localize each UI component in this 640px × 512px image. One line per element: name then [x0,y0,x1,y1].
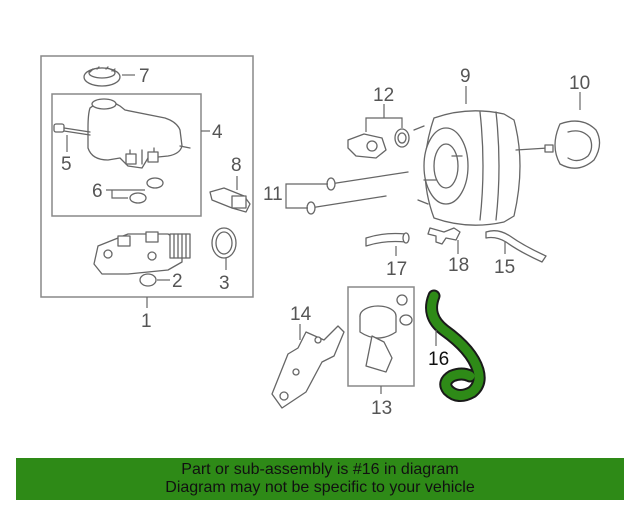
reservoir-grommets[interactable] [129,177,164,204]
callout-8: 8 [231,155,242,176]
callout-4: 4 [212,122,223,143]
reservoir-tank[interactable] [87,98,191,169]
callout-18: 18 [448,255,469,276]
vacuum-check-valve-set[interactable] [347,128,410,159]
o-ring-seal[interactable] [211,227,237,259]
callout-15: 15 [494,257,515,278]
info-banner: Part or sub-assembly is #16 in diagram D… [16,458,624,500]
callout-2: 2 [172,271,183,292]
brake-booster[interactable] [413,110,554,226]
callout-12: 12 [373,85,394,106]
vacuum-pump[interactable] [359,294,413,373]
reservoir-pin[interactable] [53,123,91,136]
leader-6 [106,189,145,199]
vacuum-hose-16-highlighted[interactable] [425,289,486,402]
callout-14: 14 [290,304,312,325]
callout-17: 17 [386,259,407,280]
banner-line-2: Diagram may not be specific to your vehi… [165,479,475,496]
booster-studs[interactable] [306,171,409,215]
callout-16: 16 [428,349,449,370]
leader-11 [285,183,328,209]
callout-5: 5 [61,154,72,175]
callout-11: 11 [263,184,283,205]
banner-line-1: Part or sub-assembly is #16 in diagram [181,461,459,478]
callout-9: 9 [460,66,471,87]
callout-10: 10 [569,73,590,94]
vacuum-hose-15[interactable] [485,230,547,263]
check-valve-18[interactable] [427,227,461,245]
reservoir-sub-box [51,93,202,217]
vacuum-hose-17[interactable] [365,232,410,247]
callout-13: 13 [371,398,392,419]
booster-gasket[interactable] [554,120,601,169]
master-cylinder[interactable] [93,231,191,275]
parts-diagram: 7 4 5 6 1 3 [40,55,601,419]
reservoir-cap[interactable] [83,66,121,87]
pump-bracket[interactable] [271,325,345,409]
callout-1: 1 [141,311,152,332]
callout-3: 3 [219,273,230,294]
pressure-sensor[interactable] [209,187,251,213]
callout-6: 6 [92,181,103,202]
callout-7: 7 [139,66,150,87]
leader-12 [365,104,403,132]
cylinder-plug[interactable] [139,273,157,287]
